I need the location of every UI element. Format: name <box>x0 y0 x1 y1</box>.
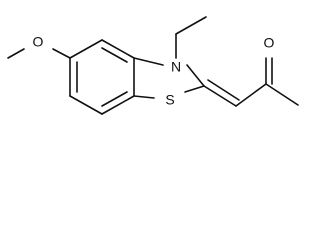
exocyclic-double-bond-2 <box>207 79 240 101</box>
ethyl-bond-2 <box>175 16 207 35</box>
methoxy-bond-2 <box>52 48 71 59</box>
ring-double-inner-1 <box>101 47 128 63</box>
thiazole-bond-s-c2 <box>184 85 205 93</box>
ring-bond-c3-c2 <box>101 95 135 115</box>
thiazole-bond-n-c2 <box>186 64 205 87</box>
structure-diagram: N S O O <box>7 16 299 115</box>
nitrogen-label: N <box>171 59 181 75</box>
thiazole-bond-n-c4 <box>133 57 164 66</box>
ring-bond-c5-c4 <box>101 39 135 59</box>
acetyl-bond-c-ch3 <box>265 83 299 106</box>
exocyclic-double-bond-1 <box>203 85 237 107</box>
methoxy-oxygen-label: O <box>33 34 44 50</box>
ring-bond-c2-c1 <box>69 95 103 115</box>
ring-bond-c6-c5 <box>69 39 103 59</box>
carbonyl-oxygen-label: O <box>264 35 275 51</box>
methoxy-bond-1 <box>7 48 25 59</box>
sulfur-label: S <box>165 92 174 108</box>
thiazole-bond-s-c3 <box>133 95 155 99</box>
ring-double-inner-2 <box>101 91 128 107</box>
molecule-canvas: N S O O <box>7 16 299 115</box>
acetyl-bond-c-c <box>235 83 267 107</box>
